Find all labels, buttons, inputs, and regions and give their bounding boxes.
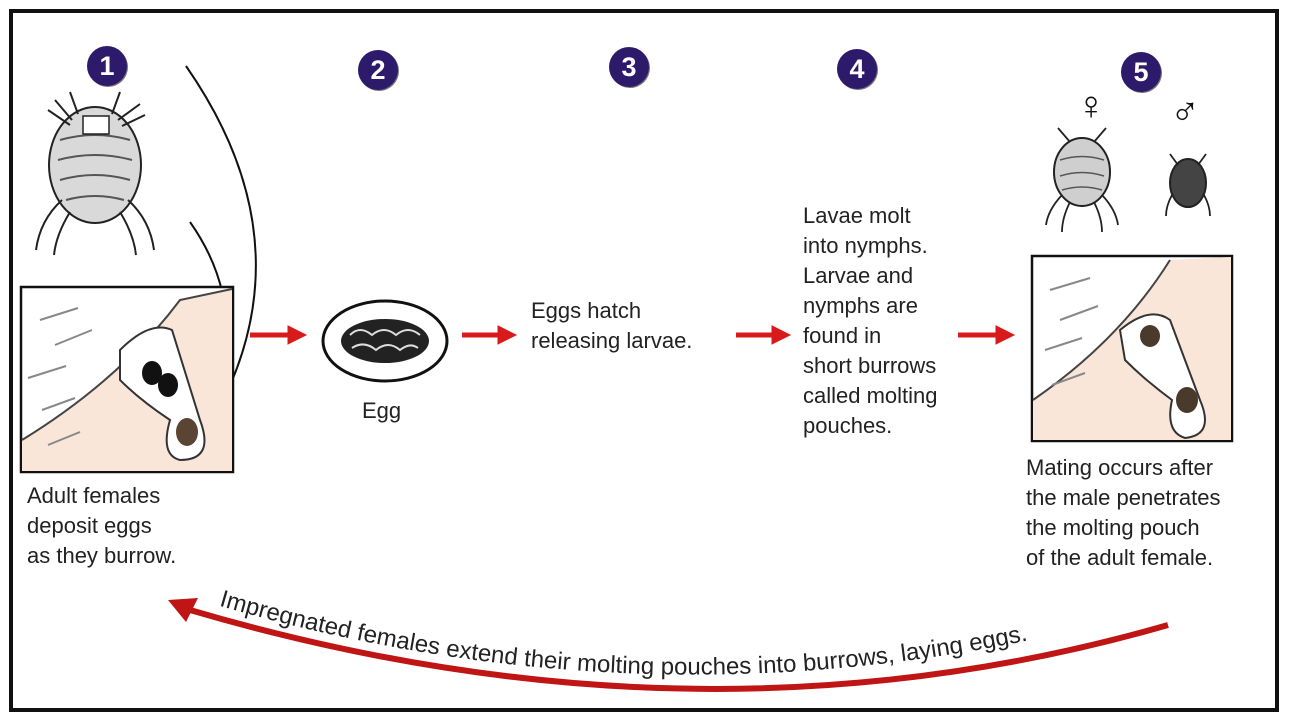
male-symbol: ♂ (1170, 90, 1200, 134)
arrow-2-to-3 (462, 325, 518, 345)
arrow-4-to-5 (958, 325, 1016, 345)
step-badge-1: 1 (87, 46, 127, 86)
female-symbol: ♀ (1076, 84, 1106, 128)
female-mite-illustration (35, 91, 155, 256)
return-caption: Impregnated females extend their molting… (217, 585, 1029, 680)
step-badge-3: 3 (609, 47, 649, 87)
step-2-caption: Egg (362, 398, 402, 423)
step-4-caption: Lavae molt into nymphs. Larvae and nymph… (803, 203, 938, 438)
step-5-caption: Mating occurs after the male penetrates … (1026, 455, 1221, 570)
connector-curve-outer (185, 65, 257, 391)
step-badge-4: 4 (837, 49, 877, 89)
return-arrow (168, 598, 1169, 692)
egg-illustration (321, 299, 449, 383)
step-badge-5: 5 (1121, 52, 1161, 92)
arrow-3-to-4 (736, 325, 792, 345)
burrow-box-5 (1030, 254, 1234, 443)
step-badge-2: 2 (358, 50, 398, 90)
female-mite-small (1045, 127, 1119, 233)
burrow-box-1 (19, 285, 235, 474)
male-mite-small (1165, 153, 1211, 217)
arrow-1-to-2 (250, 325, 308, 345)
step-3-caption: Eggs hatch releasing larvae. (531, 298, 693, 353)
forward-arrows (250, 325, 1016, 345)
step-1-caption: Adult females deposit eggs as they burro… (27, 483, 177, 568)
